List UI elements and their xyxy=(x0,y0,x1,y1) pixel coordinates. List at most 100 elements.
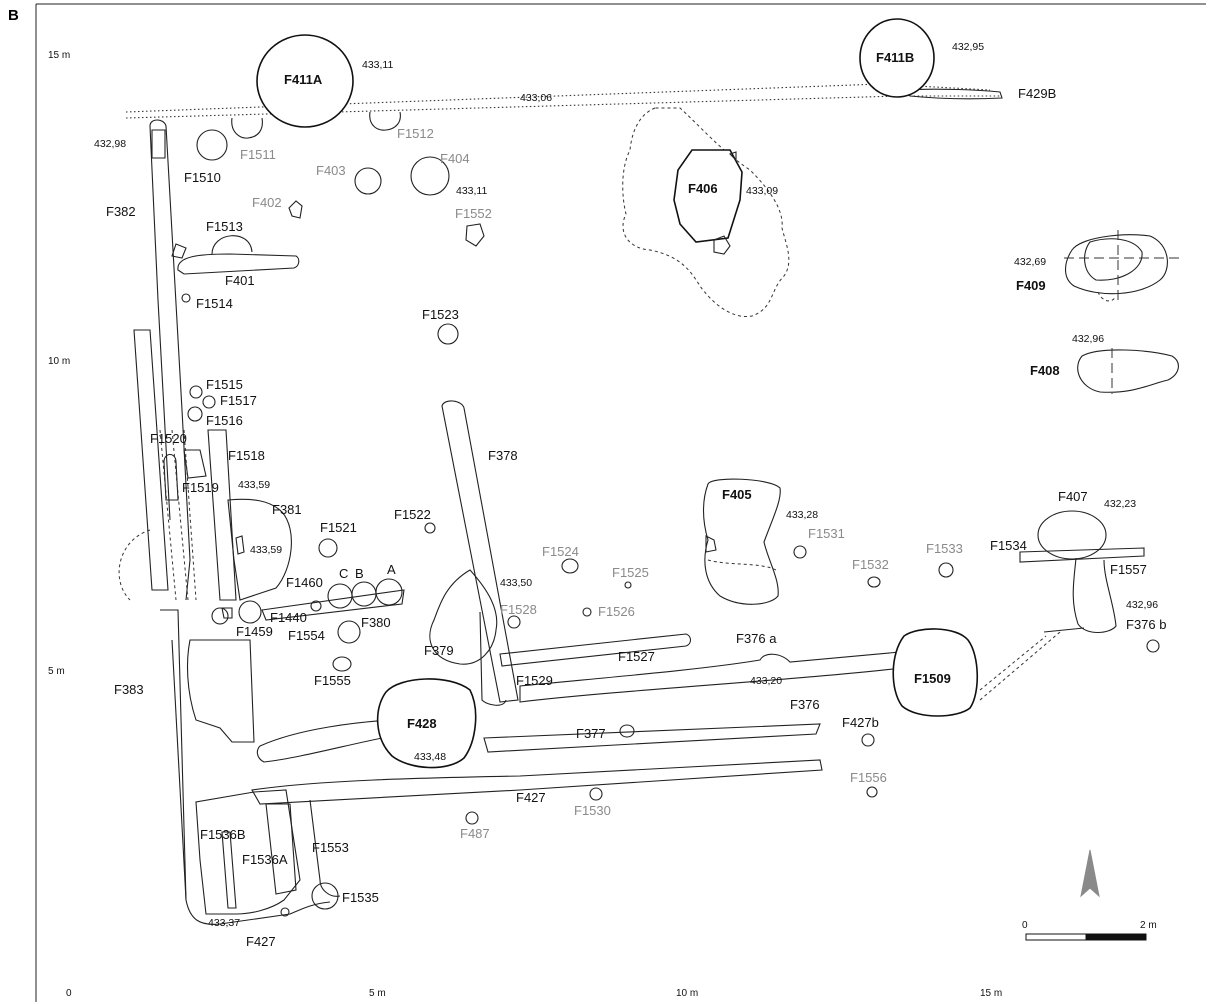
label-f411a: F411A xyxy=(284,72,323,87)
label-f1536b: F1536B xyxy=(200,827,246,842)
label-f1514: F1514 xyxy=(196,296,233,311)
elevation-433-11-a: 433,11 xyxy=(362,59,393,71)
f381-outline xyxy=(227,498,292,601)
label-f1528: F1528 xyxy=(500,602,537,617)
elevation-433-48: 433,48 xyxy=(414,751,446,763)
label-f1509: F1509 xyxy=(914,671,951,686)
label-c: C xyxy=(339,566,348,581)
elevation-433-06: 433,06 xyxy=(520,92,552,104)
label-f402: F402 xyxy=(252,195,282,210)
elevation-433-59-a: 433,59 xyxy=(238,479,270,491)
label-f407: F407 xyxy=(1058,489,1088,504)
label-f382: F382 xyxy=(106,204,136,219)
y-axis-15m: 15 m xyxy=(48,50,70,61)
label-f1533: F1533 xyxy=(926,541,963,556)
label-f487: F487 xyxy=(460,826,490,841)
label-f1518: F1518 xyxy=(228,448,265,463)
label-f1512: F1512 xyxy=(397,126,434,141)
label-f401: F401 xyxy=(225,273,255,288)
label-f1521: F1521 xyxy=(320,520,357,535)
label-f1524: F1524 xyxy=(542,544,579,559)
label-f1535: F1535 xyxy=(342,890,379,905)
elevation-433-59-b: 433,59 xyxy=(250,544,282,556)
elevation-labels: 433,11 432,95 433,06 432,98 433,11 433,0… xyxy=(94,41,1158,929)
elevation-433-11-b: 433,11 xyxy=(456,185,487,197)
scale-bar xyxy=(1025,933,1147,941)
f408-outline xyxy=(1077,349,1179,393)
label-f1510: F1510 xyxy=(184,170,221,185)
north-arrow-icon xyxy=(1080,849,1100,898)
f378-outline xyxy=(441,400,519,703)
label-f1536a: F1536A xyxy=(242,852,288,867)
label-f1532: F1532 xyxy=(852,557,889,572)
elevation-432-95: 432,95 xyxy=(952,41,984,53)
elevation-433-28: 433,28 xyxy=(786,509,818,521)
f406-dashed-outline xyxy=(622,107,790,317)
label-f381: F381 xyxy=(272,502,302,517)
elevation-432-96-a: 432,96 xyxy=(1072,333,1104,345)
label-f1555: F1555 xyxy=(314,673,351,688)
label-f1523: F1523 xyxy=(422,307,459,322)
label-f1553: F1553 xyxy=(312,840,349,855)
f407-outline xyxy=(1037,510,1107,560)
elevation-433-09: 433,09 xyxy=(746,185,778,197)
label-f383: F383 xyxy=(114,682,144,697)
label-f403: F403 xyxy=(316,163,346,178)
label-f427b: F427b xyxy=(842,715,879,730)
label-f428: F428 xyxy=(407,716,437,731)
label-f1517: F1517 xyxy=(220,393,257,408)
label-f376b: F376 b xyxy=(1126,617,1166,632)
elevation-432-98: 432,98 xyxy=(94,138,126,150)
label-f429b: F429B xyxy=(1018,86,1056,101)
elevation-432-23: 432,23 xyxy=(1104,498,1136,510)
label-f1516: F1516 xyxy=(206,413,243,428)
label-f1513: F1513 xyxy=(206,219,243,234)
f405-outline xyxy=(702,478,781,605)
f411a-outline xyxy=(256,34,354,128)
label-f1531: F1531 xyxy=(808,526,845,541)
label-f377: F377 xyxy=(576,726,606,741)
f1509-outline xyxy=(892,628,979,717)
f409-outline xyxy=(1064,234,1168,295)
x-axis-5m: 5 m xyxy=(369,988,386,999)
y-axis-5m: 5 m xyxy=(48,666,65,677)
label-f378: F378 xyxy=(488,448,518,463)
label-f1519: F1519 xyxy=(182,480,219,495)
label-f427-mid: F427 xyxy=(516,790,546,805)
label-f1529: F1529 xyxy=(516,673,553,688)
label-f1459: F1459 xyxy=(236,624,273,639)
label-f1515: F1515 xyxy=(206,377,243,392)
panel-label: B xyxy=(8,7,19,24)
label-f1554: F1554 xyxy=(288,628,325,643)
elevation-432-96-b: 432,96 xyxy=(1126,599,1158,611)
elevation-433-37: 433,37 xyxy=(208,917,240,929)
label-f376: F376 xyxy=(790,697,820,712)
f411b-outline xyxy=(859,18,935,98)
elevation-433-20: 433,20 xyxy=(750,675,782,687)
label-f1534: F1534 xyxy=(990,538,1027,553)
feature-labels: F411A F411B F429B F1512 F1511 F1510 F382… xyxy=(106,50,1166,949)
label-f376a: F376 a xyxy=(736,631,777,646)
label-f1522: F1522 xyxy=(394,507,431,522)
elevation-432-69: 432,69 xyxy=(1014,256,1046,268)
label-f1520: F1520 xyxy=(150,431,187,446)
label-f1460: F1460 xyxy=(286,575,323,590)
label-f427-bottom: F427 xyxy=(246,934,276,949)
label-f405: F405 xyxy=(722,487,752,502)
label-f379: F379 xyxy=(424,643,454,658)
label-f1527: F1527 xyxy=(618,649,655,664)
label-f1526: F1526 xyxy=(598,604,635,619)
f406-outline xyxy=(673,149,743,243)
label-f1552: F1552 xyxy=(455,206,492,221)
label-f1530: F1530 xyxy=(574,803,611,818)
label-f409: F409 xyxy=(1016,278,1046,293)
label-f1556: F1556 xyxy=(850,770,887,785)
scale-bar-end: 2 m xyxy=(1140,920,1157,931)
x-axis-0: 0 xyxy=(66,988,72,999)
f428-outline xyxy=(376,678,477,769)
y-axis-10m: 10 m xyxy=(48,356,70,367)
x-axis-10m: 10 m xyxy=(676,988,698,999)
label-f1511: F1511 xyxy=(240,147,276,162)
label-b: B xyxy=(355,566,364,581)
